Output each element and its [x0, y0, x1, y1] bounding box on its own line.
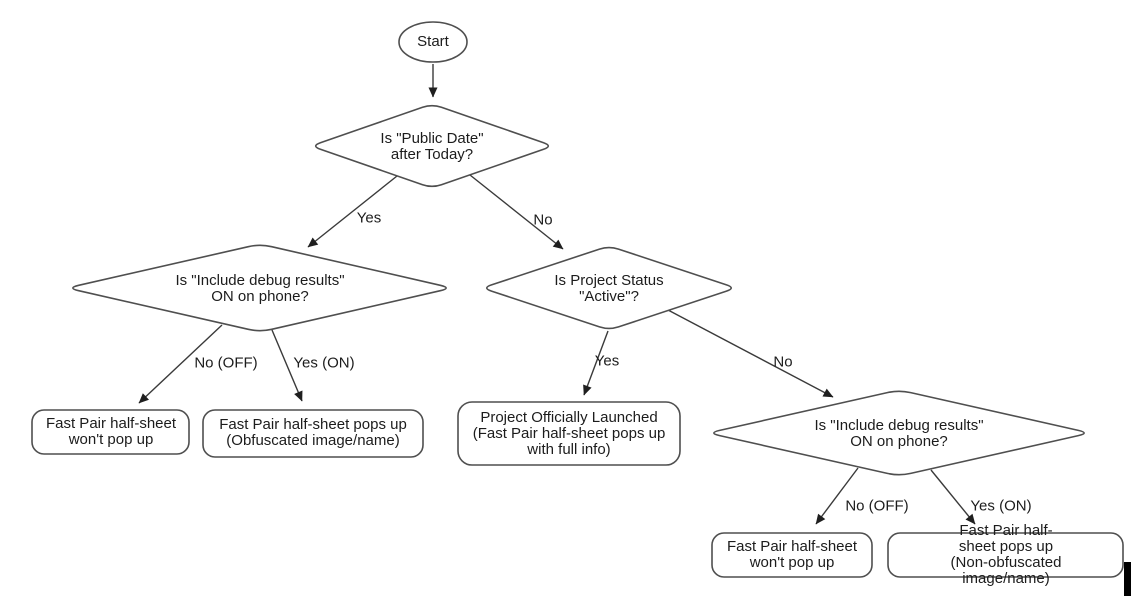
decision-debug-right-shape — [713, 390, 1085, 476]
arrow-no-to-project-status — [469, 174, 564, 250]
arrow-yes-on-right — [930, 469, 976, 525]
decision-public-date-shape — [314, 104, 550, 188]
result-obfuscated-shape — [202, 409, 424, 458]
arrow-yes-to-launched — [583, 330, 609, 396]
decision-debug-left-shape — [72, 244, 447, 332]
result-wont-popup-right-shape — [711, 532, 873, 578]
arrow-no-off-left — [138, 324, 223, 404]
arrow-no-off-right — [815, 467, 859, 525]
arrow-no-to-debug-right — [667, 309, 834, 398]
arrow-yes-on-left — [271, 329, 303, 402]
start-node-shape — [398, 21, 468, 63]
decision-project-status-shape — [485, 246, 733, 330]
result-non-obfuscated-shape — [887, 532, 1124, 578]
result-wont-popup-left-shape — [31, 409, 190, 455]
result-launched-shape — [457, 401, 681, 466]
arrow-yes-to-debug-left — [307, 175, 398, 248]
text-cursor — [1124, 562, 1131, 596]
